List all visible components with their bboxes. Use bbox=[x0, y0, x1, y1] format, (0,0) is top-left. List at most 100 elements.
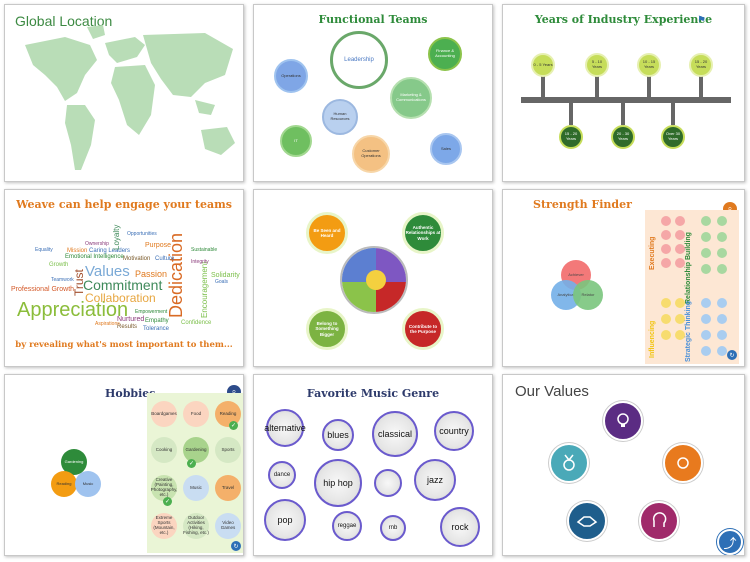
team-customer-ops[interactable]: Customer Operations bbox=[352, 135, 390, 173]
lightbulb-icon[interactable] bbox=[603, 401, 643, 441]
word-commitment: Commitment bbox=[83, 277, 163, 293]
back-arrow-button[interactable]: ⤴ bbox=[717, 529, 743, 555]
label-be-seen[interactable]: Be Seen and Heard bbox=[306, 212, 348, 254]
exp-top-1[interactable]: 5 - 10 Years bbox=[585, 53, 609, 77]
word-motivation: Motivation bbox=[123, 256, 151, 262]
genre-classical[interactable]: classical bbox=[372, 411, 418, 457]
genre-dance[interactable]: dance bbox=[268, 461, 296, 489]
center-sun bbox=[366, 270, 386, 290]
word-mission: Mission bbox=[67, 248, 88, 254]
word-empathy: Empathy bbox=[145, 318, 169, 324]
word-goals: Goals bbox=[215, 279, 229, 285]
slide-years-experience[interactable]: Years of Industry Experience ⚑ 0 - 5 Yea… bbox=[502, 4, 745, 182]
genre-reggae[interactable]: reggae bbox=[332, 511, 362, 541]
word-confidence: Confidence bbox=[181, 320, 212, 326]
word-appreciation: Appreciation bbox=[17, 299, 129, 321]
center-circle bbox=[340, 246, 408, 314]
word-collaboration: Collaboration bbox=[85, 291, 156, 305]
word-growth: Growth bbox=[49, 262, 69, 268]
slide-strength-finder[interactable]: Strength Finder ⌕ Achiever Analytical Re… bbox=[502, 189, 745, 367]
genre-hip-hop[interactable]: hip hop bbox=[314, 459, 362, 507]
genre-extra bbox=[374, 469, 402, 497]
hobby-grid-panel: Boardgames Food Reading Cooking Gardenin… bbox=[147, 393, 243, 553]
check-icon: ✓ bbox=[187, 459, 196, 468]
word-passion: Passion bbox=[135, 269, 168, 279]
genre-blues[interactable]: blues bbox=[322, 419, 354, 451]
team-leadership[interactable]: Leadership bbox=[330, 31, 388, 89]
team-sales[interactable]: Sales bbox=[430, 133, 462, 165]
timeline-bar bbox=[521, 97, 731, 103]
team-hr[interactable]: Human Resources bbox=[322, 99, 358, 135]
hobby-creative[interactable]: Creative (Painting, Photography, etc.) bbox=[151, 475, 177, 501]
genre-rnb[interactable]: rnb bbox=[380, 515, 406, 541]
word-solidarity: Solidarity bbox=[211, 272, 240, 279]
slide-title: Weave can help engage your teams bbox=[16, 198, 232, 211]
word-ownership: Ownership bbox=[85, 241, 109, 247]
genre-alternative[interactable]: alternative bbox=[264, 409, 306, 447]
genre-jazz[interactable]: jazz bbox=[414, 459, 456, 501]
hobby-food[interactable]: Food bbox=[183, 401, 209, 427]
hobby-outdoor[interactable]: Outdoor Activities (Hiking, Fishing, etc… bbox=[183, 513, 209, 539]
team-it[interactable]: IT bbox=[280, 125, 312, 157]
team-operations[interactable]: Operations bbox=[274, 59, 308, 93]
check-icon: ✓ bbox=[229, 421, 238, 430]
team-marketing[interactable]: Marketing & Communications bbox=[390, 77, 432, 119]
hobby-extreme-sports[interactable]: Extreme Sports (Mountain, etc.) bbox=[151, 513, 177, 539]
strength-grid-panel: Executing Relationship Building Influenc… bbox=[645, 210, 739, 364]
exp-top-0[interactable]: 0 - 5 Years bbox=[531, 53, 555, 77]
hobby-gardening[interactable]: Gardening bbox=[183, 437, 209, 463]
word-trust: Trust bbox=[72, 269, 86, 296]
label-relationship: Relationship Building bbox=[685, 232, 692, 304]
exp-bottom-2[interactable]: Over 30 Years bbox=[661, 125, 685, 149]
hobby-music[interactable]: Music bbox=[183, 475, 209, 501]
hobby-cooking[interactable]: Cooking bbox=[151, 437, 177, 463]
exp-bottom-1[interactable]: 20 - 30 Years bbox=[611, 125, 635, 149]
genre-rock[interactable]: rock bbox=[440, 507, 480, 547]
next-arrow-icon[interactable]: ↻ bbox=[231, 541, 241, 551]
word-culture: Culture bbox=[155, 256, 175, 262]
slide-functional-teams[interactable]: Functional Teams Leadership Finance & Ac… bbox=[253, 4, 493, 182]
slide-center-pyramids[interactable]: Be Seen and Heard Authentic Relationship… bbox=[253, 189, 493, 367]
slide-engage[interactable]: Weave can help engage your teams Appreci… bbox=[4, 189, 244, 367]
slide-music[interactable]: Favorite Music Genre alternative blues c… bbox=[253, 374, 493, 556]
exp-bottom-0[interactable]: 15 - 20 Years bbox=[559, 125, 583, 149]
label-belong[interactable]: Belong to Something Bigger bbox=[306, 308, 348, 350]
exp-top-3[interactable]: 15 - 20 Years bbox=[689, 53, 713, 77]
medal-icon[interactable] bbox=[549, 443, 589, 483]
slide-title: Strength Finder bbox=[533, 198, 632, 211]
word-values: Values bbox=[85, 263, 130, 280]
hobby-video-games[interactable]: Video Games bbox=[215, 513, 241, 539]
word-empowerment: Empowerment bbox=[135, 309, 168, 315]
word-encouragement: Encouragement bbox=[200, 261, 209, 318]
label-contribute[interactable]: Contribute to the Purpose bbox=[402, 308, 444, 350]
word-opportunities: Opportunities bbox=[127, 231, 157, 237]
word-integrity: Integrity bbox=[191, 259, 209, 265]
venn-relator: Relator bbox=[573, 280, 603, 310]
word-aspirations: Aspirations bbox=[95, 321, 120, 327]
venn-gardening: Gardening bbox=[61, 449, 87, 475]
word-teamwork: Teamwork bbox=[51, 277, 74, 283]
word-professional-growth: Professional Growth bbox=[11, 286, 75, 293]
exp-top-2[interactable]: 10 - 15 Years bbox=[637, 53, 661, 77]
sun-icon[interactable] bbox=[663, 443, 703, 483]
word-results: Results bbox=[117, 324, 138, 330]
slide-hobbies[interactable]: Hobbies ⌕ Gardening Reading Music Boardg… bbox=[4, 374, 244, 556]
team-finance[interactable]: Finance & Accounting bbox=[428, 37, 462, 71]
next-arrow-icon[interactable]: ↻ bbox=[727, 350, 737, 360]
slide-our-values[interactable]: Our Values ⤴ bbox=[502, 374, 745, 556]
genre-pop[interactable]: pop bbox=[264, 499, 306, 541]
brain-head-icon[interactable] bbox=[639, 501, 679, 541]
genre-country[interactable]: country bbox=[434, 411, 474, 451]
hobby-travel[interactable]: Travel bbox=[215, 475, 241, 501]
word-sustainable: Sustainable bbox=[191, 247, 218, 253]
label-authentic[interactable]: Authentic Relationships at Work bbox=[402, 212, 444, 254]
hobby-boardgames[interactable]: Boardgames bbox=[151, 401, 177, 427]
slide-global-location[interactable]: Global Location bbox=[4, 4, 244, 182]
slide-title: Functional Teams bbox=[318, 13, 428, 26]
slide-title: Favorite Music Genre bbox=[306, 387, 440, 400]
word-tolerance: Tolerance bbox=[143, 326, 170, 332]
handshake-icon[interactable] bbox=[567, 501, 607, 541]
hobby-sports[interactable]: Sports bbox=[215, 437, 241, 463]
venn-music: Music bbox=[75, 471, 101, 497]
slide-title: Hobbies bbox=[105, 387, 156, 400]
